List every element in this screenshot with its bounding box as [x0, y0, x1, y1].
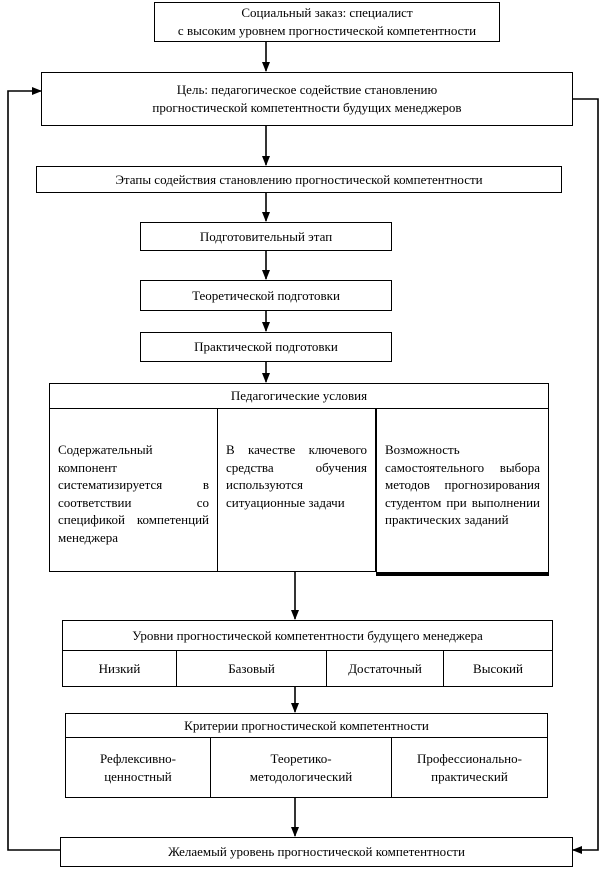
level-low: Низкий — [62, 650, 177, 687]
criteria-title-box: Критерии прогностической компетентности — [65, 713, 548, 738]
criterion-reflexive: Рефлексивно- ценностный — [65, 737, 211, 798]
criterion-theoretical: Теоретико- методологический — [210, 737, 392, 798]
level-low-label: Низкий — [98, 660, 141, 676]
levels-title: Уровни прогностической компетентности бу… — [132, 627, 483, 643]
level-basic: Базовый — [176, 650, 327, 687]
criterion-theoretical-line-1: Теоретико- — [270, 750, 332, 766]
goal-line-2: прогностической компетентности будущих м… — [152, 100, 462, 115]
goal-line-1: Цель: педагогическое содействие становле… — [176, 82, 438, 98]
criterion-reflexive-line-1: Рефлексивно- — [100, 750, 176, 766]
goal-box: Цель: педагогическое содействие становле… — [41, 72, 573, 126]
condition-content-text: Содержательный компонент систематизирует… — [58, 442, 209, 545]
desired-level-label: Желаемый уровень прогностической компете… — [168, 844, 465, 860]
stage-preparatory-box: Подготовительный этап — [140, 222, 392, 251]
stage-theory-label: Теоретической подготовки — [192, 287, 340, 303]
conditions-title-box: Педагогические условия — [49, 383, 549, 409]
stage-preparatory-label: Подготовительный этап — [199, 228, 333, 244]
condition-method-text: Возможность самостоятельного выбора мето… — [385, 442, 540, 528]
levels-title-box: Уровни прогностической компетентности бу… — [62, 620, 553, 651]
criterion-practical-line-2: практический — [431, 768, 508, 784]
stage-practice-box: Практической подготовки — [140, 332, 392, 362]
condition-method-choice: Возможность самостоятельного выбора мето… — [376, 408, 549, 573]
condition-situational-text: В качестве ключевого средства обучения и… — [226, 442, 367, 510]
desired-level-box: Желаемый уровень прогностической компете… — [60, 837, 573, 867]
level-high-label: Высокий — [473, 660, 523, 676]
stage-theory-box: Теоретической подготовки — [140, 280, 392, 311]
stages-title: Этапы содействия становлению прогностиче… — [115, 171, 483, 187]
conditions-title: Педагогические условия — [230, 388, 368, 404]
condition-shadow-bottom — [376, 573, 549, 576]
criterion-theoretical-line-2: методологический — [249, 768, 353, 784]
criterion-practical-line-1: Профессионально- — [417, 750, 522, 766]
condition-situational-tasks: В качестве ключевого средства обучения и… — [217, 408, 376, 572]
criteria-title: Критерии прогностической компетентности — [184, 717, 429, 733]
social-order-box: Социальный заказ: специалист с высоким у… — [154, 2, 500, 42]
social-order-line-1: Социальный заказ: специалист — [241, 5, 413, 21]
stages-title-box: Этапы содействия становлению прогностиче… — [36, 166, 562, 193]
level-sufficient: Достаточный — [326, 650, 444, 687]
stage-practice-label: Практической подготовки — [194, 339, 338, 355]
social-order-line-2: с высоким уровнем прогностической компет… — [177, 23, 477, 38]
level-high: Высокий — [443, 650, 553, 687]
feedback-loop-left — [7, 87, 60, 851]
criterion-practical: Профессионально- практический — [391, 737, 548, 798]
condition-content-component: Содержательный компонент систематизирует… — [49, 408, 218, 572]
feedback-loop-right — [572, 98, 599, 854]
level-basic-label: Базовый — [228, 660, 275, 676]
level-sufficient-label: Достаточный — [348, 660, 422, 676]
criterion-reflexive-line-2: ценностный — [104, 768, 172, 784]
